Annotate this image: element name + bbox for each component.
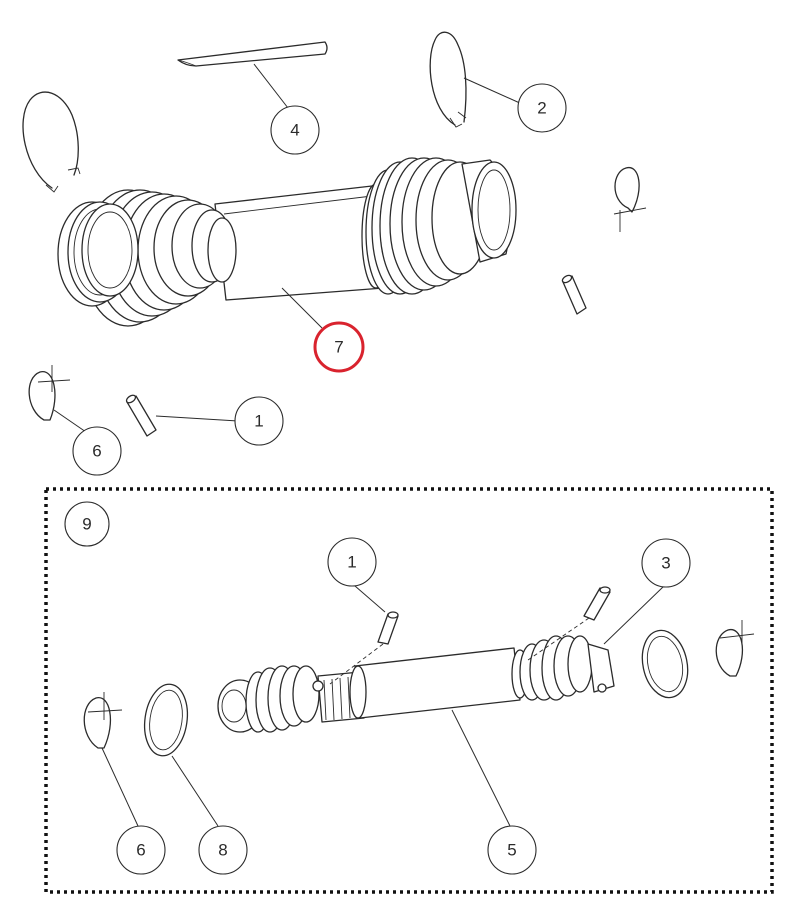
inset-border <box>44 487 774 894</box>
left-rings <box>57 201 139 307</box>
callout-1-top-label: 1 <box>254 412 263 431</box>
callout-6-inset: 6 <box>116 825 166 875</box>
callout-6-top-label: 6 <box>92 442 101 461</box>
callout-5-label: 5 <box>507 841 516 860</box>
callout-1-inset-label: 1 <box>347 553 356 572</box>
callout-2: 2 <box>517 83 567 133</box>
leaders-top <box>53 63 523 433</box>
callout-7-highlighted: 7 <box>313 321 365 373</box>
pin-right <box>561 274 587 315</box>
callout-9: 9 <box>64 501 110 547</box>
part-2-retaining-ring <box>429 31 467 128</box>
clip-pin-inset-right <box>715 620 755 677</box>
callout-6-top: 6 <box>72 426 122 476</box>
callout-1-inset: 1 <box>327 537 377 587</box>
callout-3: 3 <box>641 538 691 588</box>
clip-pin-left <box>28 365 71 421</box>
part-8-ring <box>143 683 189 757</box>
callout-9-label: 9 <box>82 515 91 534</box>
callout-5: 5 <box>487 825 537 875</box>
part-4-strip <box>177 41 328 67</box>
part-1-pin <box>125 394 157 437</box>
callout-4-label: 4 <box>290 121 299 140</box>
callout-6-inset-label: 6 <box>136 841 145 860</box>
callout-2-label: 2 <box>537 99 546 118</box>
part-5-shaft-assembly <box>217 635 615 733</box>
callout-8-label: 8 <box>218 841 227 860</box>
right-collar <box>461 159 517 263</box>
callout-3-label: 3 <box>661 554 670 573</box>
ring-inset-right <box>641 629 689 699</box>
pin-inset-right <box>527 586 611 661</box>
retaining-ring-left <box>22 91 81 193</box>
callout-8: 8 <box>198 825 248 875</box>
leaders-inset <box>101 585 665 827</box>
callout-1-top: 1 <box>234 396 284 446</box>
callout-7-label: 7 <box>334 338 343 357</box>
callout-4: 4 <box>270 105 320 155</box>
part-7-shaft-guard <box>57 157 517 327</box>
clip-pin-right <box>613 167 647 232</box>
left-bellows <box>82 189 237 327</box>
part-6-clip-pin-inset <box>83 692 123 749</box>
part-1-pin-inset <box>329 611 399 685</box>
